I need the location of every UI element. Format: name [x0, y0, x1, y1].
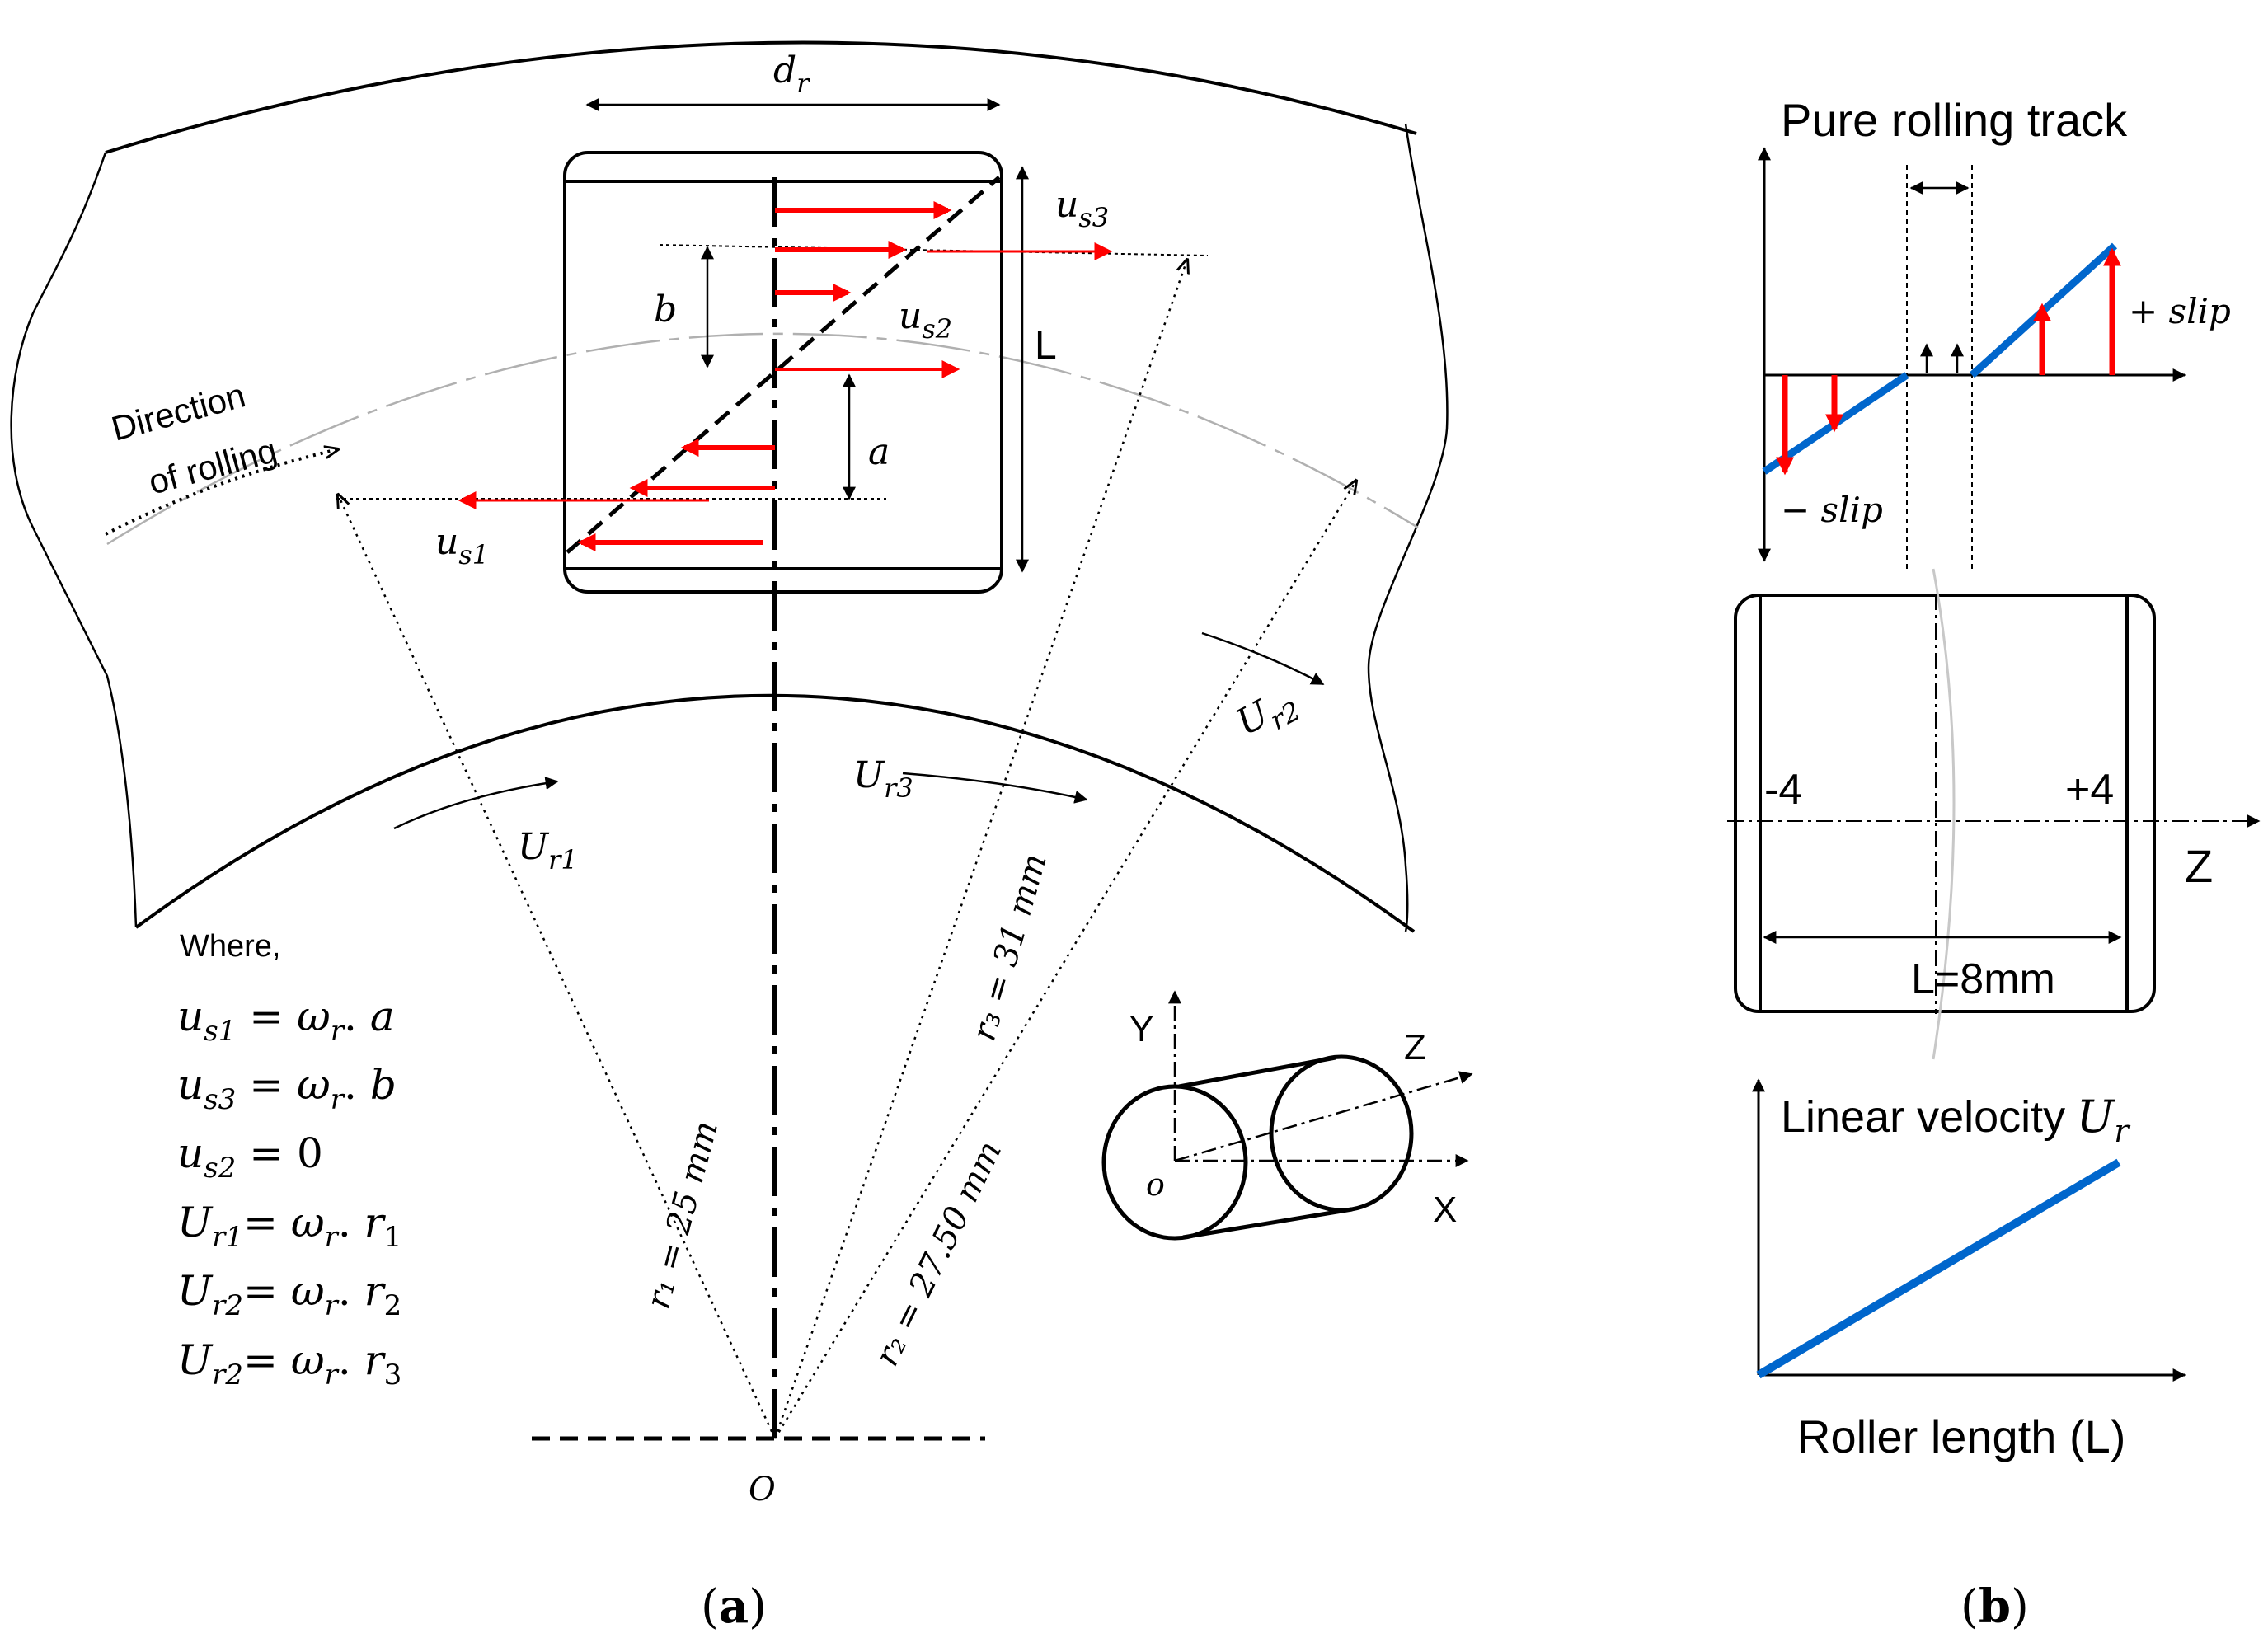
equation-2: us3 = ωr. b [177, 1061, 397, 1116]
direction-label-line2: of rolling [144, 430, 281, 501]
equation-5: Ur2= ωr. r2 [177, 1267, 401, 1322]
radius-r1 [338, 495, 777, 1439]
direction-label-line1: Direction [107, 375, 249, 448]
z-axis [1174, 1071, 1473, 1162]
panel-b-label: (b) [1960, 1579, 2029, 1634]
b-label: b [654, 289, 677, 331]
ref-line-us3 [659, 244, 1209, 256]
a-label: a [868, 431, 890, 473]
r3-label: r₃ = 31 mm [965, 850, 1054, 1045]
U-r1-label: Ur1 [518, 826, 578, 875]
origin-label: O [749, 1471, 776, 1509]
U-r3-arrow [902, 772, 1088, 804]
U-r2-label: Ur2 [1229, 679, 1305, 751]
cylinder-top-line [1178, 1055, 1336, 1089]
equation-6: Ur2= ωr. r3 [177, 1336, 401, 1392]
equation-list: us1 = ωr. a us3 = ωr. b us2 = 0 Ur1= ωr.… [177, 993, 401, 1392]
roller-body [563, 151, 1003, 594]
rolling-guide-arc [106, 332, 1419, 546]
roller-length-axis-label: Roller length (L) [1797, 1410, 2125, 1462]
slip-profile-diagonal [566, 176, 1001, 554]
u-s2-label: us2 [899, 295, 952, 345]
panel-a: dr L b a us3 us2 us1 Ur1 Ur3 Ur2 Directi… [10, 40, 1473, 1634]
equation-1: us1 = ωr. a [177, 993, 395, 1048]
roller-side-view [1734, 594, 2156, 1013]
minus4-label: -4 [1764, 766, 1802, 814]
direction-of-rolling-arrow [105, 449, 338, 536]
axes-origin-label: o [1146, 1166, 1165, 1203]
linear-velocity-line [1756, 1158, 2121, 1379]
y-axis-label: Y [1129, 1009, 1153, 1049]
L-label: L [1035, 324, 1057, 368]
U-r3-label: Ur3 [853, 754, 913, 804]
right-slip-arrows [775, 201, 1113, 378]
outer-race-left-edge [10, 152, 138, 928]
panel-a-label: (a) [701, 1579, 767, 1634]
radius-r2 [773, 481, 1356, 1439]
roller-side-guide-arc [1932, 568, 1956, 1060]
left-slip-arrows [458, 439, 775, 551]
minus-slip-label: − slip [1781, 490, 1883, 530]
r1-label: r₁ = 25 mm [639, 1117, 725, 1313]
coordinate-sketch [1101, 990, 1473, 1241]
equation-4: Ur1= ωr. r1 [177, 1199, 401, 1254]
outer-race-right-edge [1367, 123, 1449, 932]
plus-slip-label: + slip [2129, 291, 2231, 331]
d-r-label: dr [773, 49, 810, 99]
linear-velocity-label: Linear velocity Ur [1781, 1091, 2131, 1149]
u-s1-label: us1 [435, 521, 489, 570]
plus4-label: +4 [2065, 766, 2114, 814]
cylinder-back-face [1269, 1054, 1414, 1213]
pure-rolling-title: Pure rolling track [1781, 94, 2128, 146]
outer-race-top-edge [105, 40, 1417, 154]
equation-3: us2 = 0 [177, 1129, 323, 1185]
cylinder-front-face [1101, 1084, 1248, 1241]
u-s3-label: us3 [1055, 184, 1109, 233]
roller-z-label: Z [2185, 840, 2213, 892]
U-r1-arrow [393, 777, 559, 830]
panel-b: Pure rolling track + slip − slip -4 [1727, 94, 2261, 1634]
U-r2-arrow [1201, 631, 1325, 686]
z-axis-label: Z [1404, 1027, 1426, 1068]
slip-arrows [1776, 247, 2121, 476]
where-label: Where, [180, 929, 280, 964]
x-axis-label: X [1433, 1190, 1457, 1230]
cylinder-bottom-line [1182, 1207, 1353, 1240]
radius-r3 [773, 260, 1187, 1439]
length-label: L=8mm [1911, 955, 2055, 1003]
